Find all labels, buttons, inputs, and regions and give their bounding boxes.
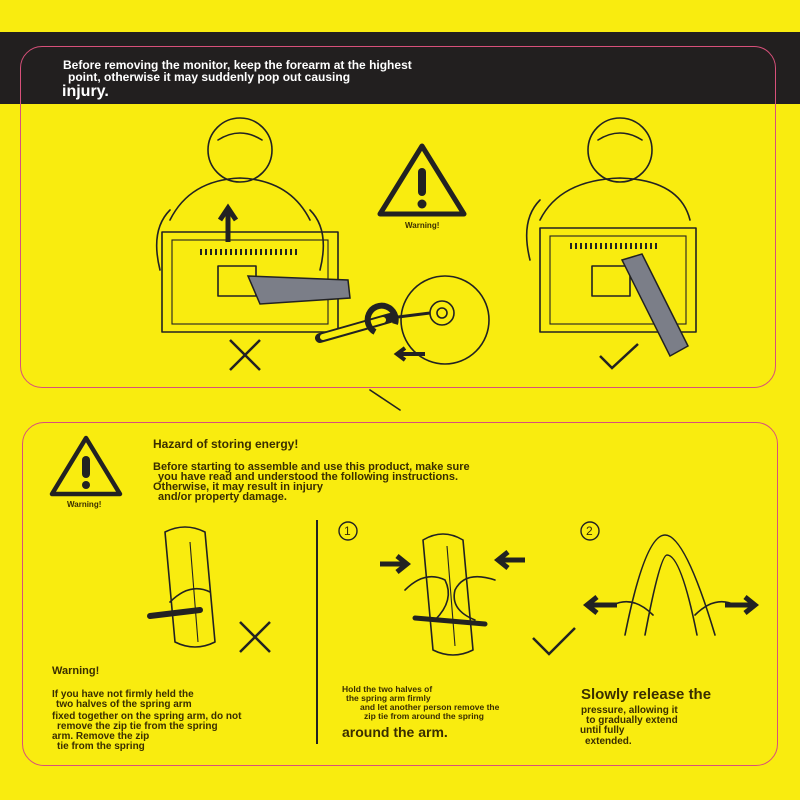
hazard-line4: and/or property damage. <box>158 491 287 503</box>
step-2-line5: extended. <box>585 736 632 747</box>
step-2-line2: pressure, allowing it <box>581 705 678 716</box>
step-2-number: 2 <box>586 524 593 538</box>
hazard-warning-triangle-icon <box>49 435 123 497</box>
section-divider <box>316 520 318 744</box>
left-warning-line4: remove the zip tie from the spring <box>57 721 218 732</box>
hazard-sign-label: Warning! <box>67 500 102 509</box>
step-2-line3: to gradually extend <box>586 715 678 726</box>
top-warning-line3: injury. <box>62 83 109 100</box>
top-warning-line1: Before removing the monitor, keep the fo… <box>63 58 412 72</box>
left-warning-line2: two halves of the spring arm <box>56 699 192 710</box>
top-warning-bar <box>0 32 800 104</box>
step-1-line4: zip tie from around the spring <box>364 711 484 721</box>
knob-adjustment-illustration <box>315 275 490 365</box>
step-1-number: 1 <box>344 524 351 538</box>
step-2-line1: Slowly release the <box>581 686 712 703</box>
step-2-line4: until fully <box>580 725 625 736</box>
left-warning-line5: arm. Remove the zip <box>52 731 150 742</box>
hazard-line2: you have read and understood the followi… <box>158 471 459 483</box>
step-1-marker <box>338 521 358 541</box>
step-1-line2: the spring arm firmly <box>346 693 431 703</box>
left-warning-line1: If you have not firmly held the <box>52 689 194 700</box>
correct-removal-illustration <box>525 117 697 370</box>
warning-sign-label: Warning! <box>405 221 440 230</box>
monitor-removal-panel <box>20 46 776 388</box>
step-2-marker <box>580 521 600 541</box>
warning-triangle-icon <box>377 143 467 217</box>
hazard-line3: Otherwise, it may result in injury <box>153 481 323 493</box>
step-2-release-illustration <box>582 534 760 636</box>
zip-tie-wrong-illustration <box>147 526 271 653</box>
step-1-line1: Hold the two halves of <box>342 684 433 694</box>
step-1-line3: and let another person remove the <box>360 702 500 712</box>
hazard-title: Hazard of storing energy! <box>153 437 299 451</box>
hazard-line1: Before starting to assemble and use this… <box>153 461 470 473</box>
left-warning-line6: tie from the spring <box>57 741 145 752</box>
left-warning-line3: fixed together on the spring arm, do not <box>52 711 242 722</box>
left-warning-title: Warning! <box>52 665 100 677</box>
spring-arm-panel <box>22 422 778 766</box>
wrong-removal-illustration <box>155 117 401 411</box>
step-1-line5: around the arm. <box>342 724 448 740</box>
top-warning-line2: point, otherwise it may suddenly pop out… <box>68 70 351 84</box>
step-1-hold-illustration <box>380 533 576 656</box>
